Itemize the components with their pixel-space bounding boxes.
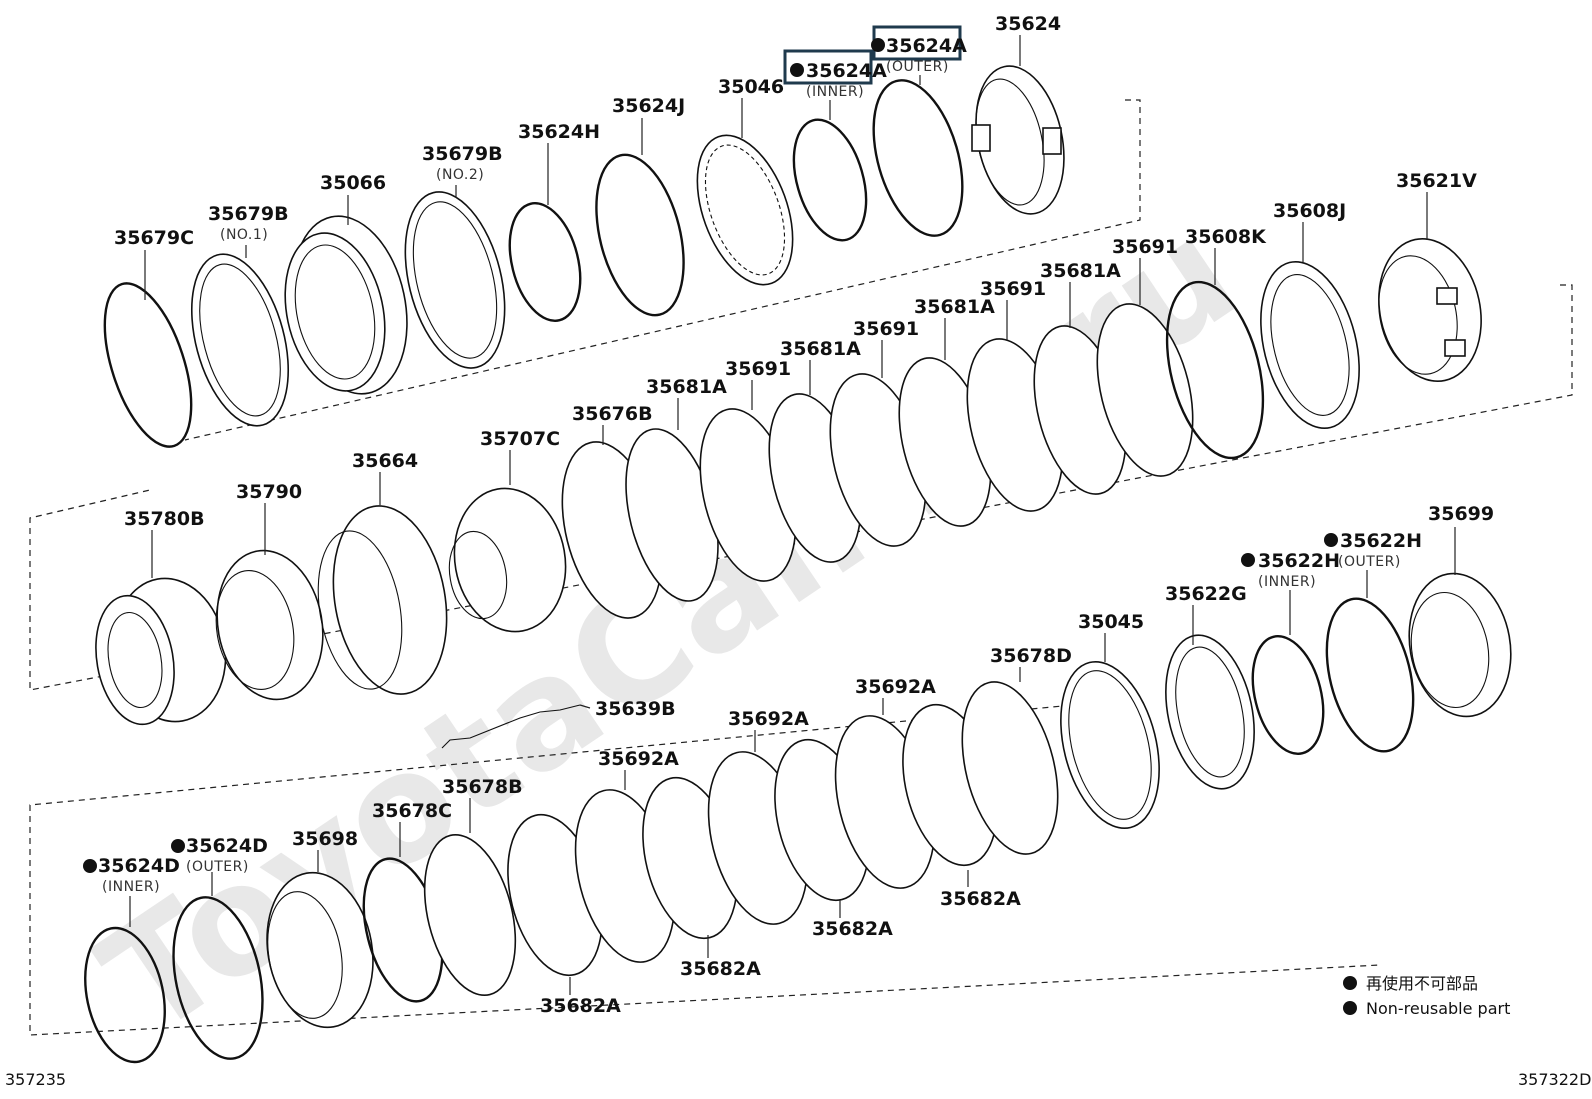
- label-35624H[interactable]: 35624H: [518, 121, 600, 143]
- label-35608K[interactable]: 35608K: [1185, 226, 1267, 248]
- sublabel-no2: (NO.2): [436, 167, 484, 183]
- sublabel-inner-d: (INNER): [102, 879, 160, 895]
- label-35682A-1[interactable]: 35682A: [540, 995, 621, 1017]
- label-35622G[interactable]: 35622G: [1165, 583, 1247, 605]
- part-35624D-outer[interactable]: [160, 889, 276, 1067]
- part-35621V[interactable]: [1366, 229, 1494, 391]
- label-35624J[interactable]: 35624J: [612, 95, 685, 117]
- label-35066[interactable]: 35066: [320, 172, 386, 194]
- label-35682A-3[interactable]: 35682A: [812, 918, 893, 940]
- non-reusable-markers: [83, 38, 1357, 1015]
- label-35681A-2[interactable]: 35681A: [780, 338, 861, 360]
- label-35624A-outer[interactable]: 35624A: [886, 35, 967, 57]
- part-35780B[interactable]: [86, 570, 236, 731]
- label-35624[interactable]: 35624: [995, 13, 1061, 35]
- sub-labels: (OUTER) (INNER) (NO.2) (NO.1) (OUTER) (I…: [102, 59, 1401, 895]
- part-35679B-no2[interactable]: [389, 182, 522, 379]
- label-35691-3[interactable]: 35691: [980, 278, 1046, 300]
- part-35608J[interactable]: [1245, 251, 1375, 438]
- label-35692A-3[interactable]: 35692A: [855, 676, 936, 698]
- part-35624H[interactable]: [498, 196, 591, 328]
- part-35679B-no1[interactable]: [175, 244, 306, 437]
- sublabel-inner-h: (INNER): [1258, 574, 1316, 590]
- part-35608K[interactable]: [1151, 272, 1280, 468]
- part-35639B[interactable]: [441, 704, 581, 749]
- label-35046[interactable]: 35046: [718, 76, 784, 98]
- label-35780B[interactable]: 35780B: [124, 508, 205, 530]
- corner-code-left: 357235: [5, 1070, 66, 1089]
- part-35624A-inner[interactable]: [781, 111, 879, 248]
- part-35624A-outer[interactable]: [857, 70, 978, 246]
- label-35682A-4[interactable]: 35682A: [940, 888, 1021, 910]
- sublabel-outer-d: (OUTER): [186, 859, 249, 875]
- part-35622H-inner[interactable]: [1241, 629, 1334, 761]
- label-35679B-no1[interactable]: 35679B: [208, 203, 289, 225]
- part-35045[interactable]: [1045, 651, 1175, 838]
- sublabel-outer-a: (OUTER): [886, 59, 949, 75]
- part-35678B[interactable]: [409, 825, 530, 1004]
- part-35699[interactable]: [1398, 565, 1521, 724]
- label-35679C[interactable]: 35679C: [114, 227, 194, 249]
- legend: 再使用不可部品 Non-reusable part: [1366, 974, 1510, 1018]
- label-35691-4[interactable]: 35691: [1112, 236, 1178, 258]
- label-35691-1[interactable]: 35691: [725, 358, 791, 380]
- label-35790[interactable]: 35790: [236, 481, 302, 503]
- label-35692A-2[interactable]: 35692A: [728, 708, 809, 730]
- label-35639B[interactable]: 35639B: [595, 698, 676, 720]
- label-35707C[interactable]: 35707C: [480, 428, 560, 450]
- part-35679C[interactable]: [87, 273, 208, 457]
- label-35676B[interactable]: 35676B: [572, 403, 653, 425]
- label-35045[interactable]: 35045: [1078, 611, 1144, 633]
- sublabel-outer-h: (OUTER): [1338, 554, 1401, 570]
- label-35681A-4[interactable]: 35681A: [1040, 260, 1121, 282]
- label-35624D-inner[interactable]: 35624D: [98, 855, 180, 877]
- label-35681A-1[interactable]: 35681A: [646, 376, 727, 398]
- part-35624D-inner[interactable]: [74, 921, 177, 1070]
- leader-lines: [129, 35, 1456, 995]
- highlight-box-35624A-inner: [783, 49, 873, 85]
- label-35691-2[interactable]: 35691: [853, 318, 919, 340]
- corner-code-right: 357322D: [1518, 1070, 1591, 1089]
- part-labels: 35624A 35624A 35624 35046 35624J 35624H …: [98, 13, 1494, 1017]
- label-35624D-outer[interactable]: 35624D: [186, 835, 268, 857]
- part-35622G[interactable]: [1153, 627, 1268, 797]
- label-35699[interactable]: 35699: [1428, 503, 1494, 525]
- label-35678B[interactable]: 35678B: [442, 776, 523, 798]
- sublabel-inner-a: (INNER): [806, 84, 864, 100]
- part-35066[interactable]: [271, 206, 422, 405]
- part-35664[interactable]: [307, 497, 461, 703]
- label-35608J[interactable]: 35608J: [1273, 200, 1346, 222]
- label-35678D[interactable]: 35678D: [990, 645, 1072, 667]
- part-35622H-outer[interactable]: [1312, 590, 1427, 761]
- label-35622H-inner[interactable]: 35622H: [1258, 550, 1340, 572]
- label-35678C[interactable]: 35678C: [372, 800, 452, 822]
- part-35707C[interactable]: [443, 480, 577, 641]
- sublabel-no1: (NO.1): [220, 227, 268, 243]
- part-35624J[interactable]: [581, 146, 698, 324]
- label-35622H-outer[interactable]: 35622H: [1340, 530, 1422, 552]
- section-box-lower: [29, 699, 1381, 1036]
- part-35691-4[interactable]: [1081, 294, 1209, 486]
- label-35681A-3[interactable]: 35681A: [914, 296, 995, 318]
- label-35624A-inner[interactable]: 35624A: [806, 60, 887, 82]
- label-35698[interactable]: 35698: [292, 828, 358, 850]
- label-35692A-1[interactable]: 35692A: [598, 748, 679, 770]
- part-35678D[interactable]: [946, 672, 1074, 864]
- part-35046[interactable]: [679, 122, 811, 297]
- part-35698[interactable]: [255, 864, 385, 1036]
- label-35682A-2[interactable]: 35682A: [680, 958, 761, 980]
- label-35664[interactable]: 35664: [352, 450, 418, 472]
- part-35624[interactable]: [963, 58, 1076, 222]
- label-35679B-no2[interactable]: 35679B: [422, 143, 503, 165]
- part-35790[interactable]: [206, 542, 334, 708]
- label-35621V[interactable]: 35621V: [1396, 170, 1477, 192]
- legend-japanese: 再使用不可部品: [1366, 974, 1478, 993]
- legend-english: Non-reusable part: [1366, 999, 1510, 1018]
